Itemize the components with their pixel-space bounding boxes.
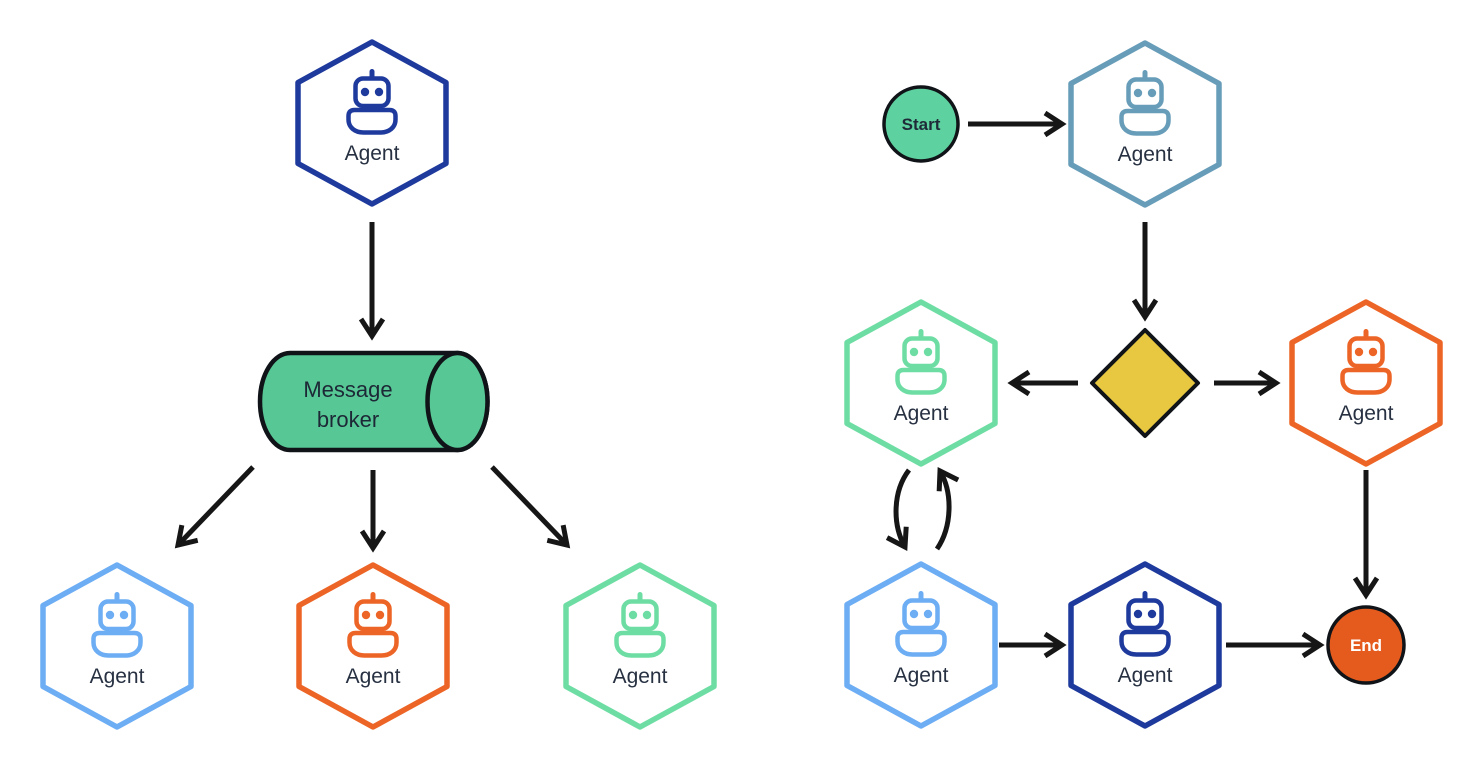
agent-node-branch-left: Agent bbox=[847, 302, 995, 464]
hexagon-shape bbox=[1292, 302, 1440, 464]
hexagon-shape bbox=[1071, 564, 1219, 726]
agent-node-branch-right: Agent bbox=[1292, 302, 1440, 464]
start-circle bbox=[882, 85, 960, 163]
hexagon-shape bbox=[847, 302, 995, 464]
decision-node bbox=[1090, 328, 1200, 438]
agent-label: Agent bbox=[90, 665, 145, 688]
arrow-loop-down bbox=[885, 468, 912, 552]
hexagon-shape bbox=[43, 565, 191, 727]
end-label: End bbox=[1350, 636, 1382, 655]
hexagon-shape bbox=[298, 42, 446, 204]
hexagon-shape bbox=[1071, 43, 1219, 205]
agent-label: Agent bbox=[345, 142, 400, 165]
end-circle bbox=[1326, 605, 1406, 685]
hexagon-shape bbox=[566, 565, 714, 727]
agent-node-publisher: Agent bbox=[298, 42, 446, 204]
decision-diamond bbox=[1090, 328, 1200, 438]
start-node: Start bbox=[882, 85, 960, 163]
left-diagram: Agent Message broker Agent Agent Agent bbox=[43, 42, 714, 727]
agent-node-router: Agent bbox=[1071, 43, 1219, 205]
end-node: End bbox=[1326, 605, 1406, 685]
arrow-loop-up bbox=[934, 467, 960, 551]
start-label: Start bbox=[902, 115, 941, 134]
cylinder-cap bbox=[425, 350, 490, 453]
agent-node-worker-1: Agent bbox=[43, 565, 191, 727]
agent-node-worker-3: Agent bbox=[566, 565, 714, 727]
broker-label-line1: Message bbox=[303, 377, 392, 402]
agent-label: Agent bbox=[1118, 143, 1173, 166]
agent-label: Agent bbox=[1118, 664, 1173, 687]
agent-label: Agent bbox=[894, 664, 949, 687]
hexagon-shape bbox=[299, 565, 447, 727]
agent-label: Agent bbox=[1339, 402, 1394, 425]
arrow-broker-to-worker-1 bbox=[174, 465, 255, 549]
broker-label-line2: broker bbox=[317, 407, 379, 432]
agent-node-final: Agent bbox=[1071, 564, 1219, 726]
agent-label: Agent bbox=[613, 665, 668, 688]
agent-label: Agent bbox=[346, 665, 401, 688]
agent-node-loop: Agent bbox=[847, 564, 995, 726]
agent-node-worker-2: Agent bbox=[299, 565, 447, 727]
right-diagram: Start Agent Agent Agent bbox=[847, 43, 1440, 726]
agent-label: Agent bbox=[894, 402, 949, 425]
arrow-broker-to-worker-3 bbox=[490, 465, 571, 549]
hexagon-shape bbox=[847, 564, 995, 726]
message-broker-node: Message broker bbox=[257, 350, 490, 453]
